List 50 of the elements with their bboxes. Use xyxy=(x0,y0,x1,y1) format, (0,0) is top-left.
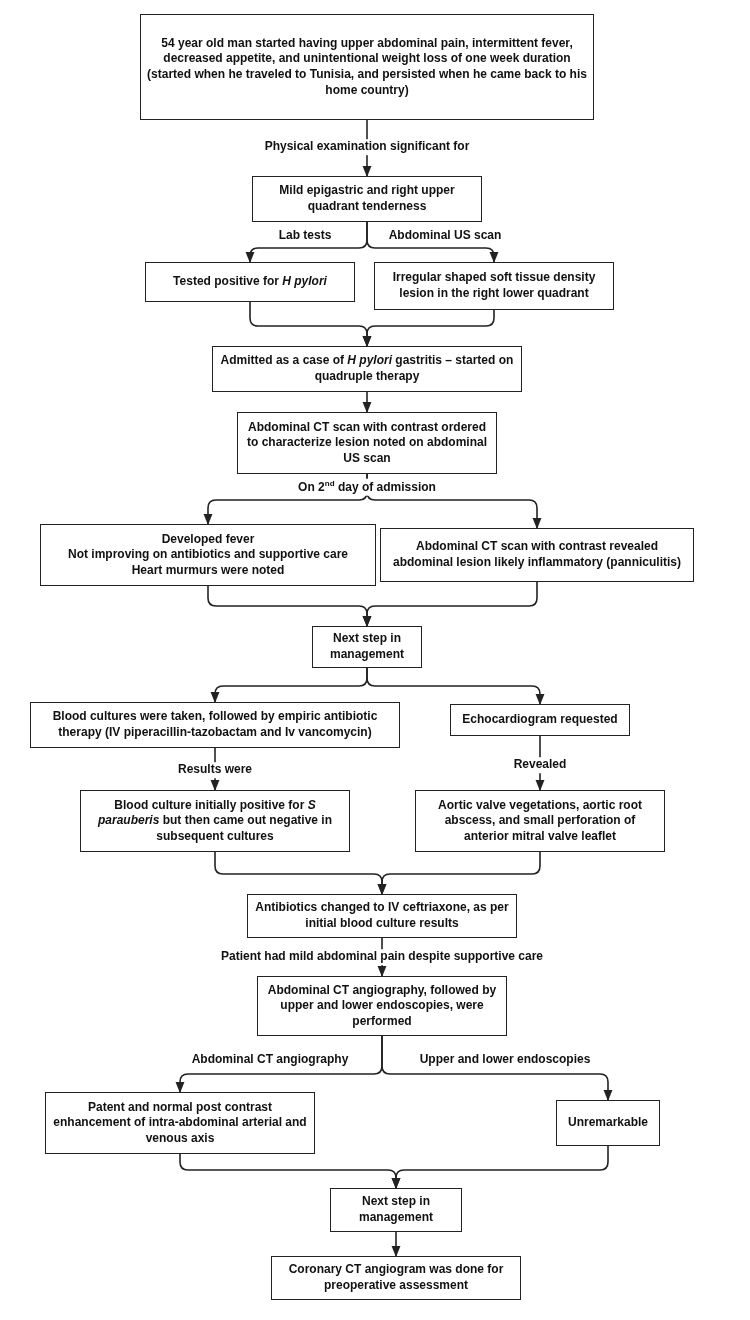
box-text: Antibiotics changed to IV ceftriaxone, as per initial blood culture results xyxy=(254,900,510,932)
box-text: Abdominal CT scan with contrast revealed abdominal lesion likely inflammatory (panniculitis) xyxy=(391,539,683,571)
box-text: Patent and normal post contrast enhancement of intra-abdominal arterial and venous axis xyxy=(52,1099,308,1147)
process-box xyxy=(330,1188,462,1232)
arrow xyxy=(362,391,372,414)
process-box xyxy=(312,626,422,668)
box-text: Abdominal CT scan with contrast ordered to characterize lesion noted on abdominal US scan xyxy=(245,419,488,467)
process-box xyxy=(257,976,507,1036)
process-box xyxy=(30,702,400,748)
box-text: Mild epigastric and right upper quadrant tenderness xyxy=(278,183,456,215)
process-box xyxy=(450,704,630,736)
process-box xyxy=(247,894,517,938)
box-text: Next step in management xyxy=(329,631,405,663)
arrow xyxy=(362,309,495,348)
box-text: Echocardiogram requested xyxy=(462,712,618,728)
box-text: Blood culture initially positive for S parauberis but then came out negative in subsequent cultures xyxy=(96,797,333,845)
box-text: Heart murmurs were noted xyxy=(131,562,285,579)
box-text: Coronary CT angiogram was done for preoperative assessment xyxy=(287,1262,505,1294)
process-box xyxy=(140,14,594,120)
process-box xyxy=(374,262,614,310)
box-text: Developed fever xyxy=(161,531,255,548)
box-text: 54 year old man started having upper abdominal pain, intermittent fever, decreased appetite, and unintentional weight loss of one week duration (started when he traveled to Tunisia, and persisted when he came back to his home country) xyxy=(147,35,587,99)
process-box xyxy=(415,790,665,852)
arrow xyxy=(362,581,538,628)
process-box xyxy=(380,528,694,582)
process-box xyxy=(145,262,355,302)
process-box xyxy=(252,176,482,222)
arrow xyxy=(366,473,542,530)
arrow xyxy=(366,221,499,264)
process-box xyxy=(40,524,376,586)
box-text: Irregular shaped soft tissue density lesion in the right lower quadrant xyxy=(391,270,597,302)
process-box xyxy=(237,412,497,474)
arrow xyxy=(366,667,545,706)
box-text: Admitted as a case of H pylori gastritis – started on quadruple therapy xyxy=(219,353,515,385)
arrow xyxy=(381,1035,613,1102)
box-text: Next step in management xyxy=(358,1194,434,1226)
box-text: Not improving on antibiotics and supportive care xyxy=(68,547,348,563)
process-box xyxy=(45,1092,315,1154)
arrow xyxy=(377,851,541,896)
box-text: Aortic valve vegetations, aortic root abscess, and small perforation of anterior mitral valve leaflet xyxy=(436,797,644,845)
arrow xyxy=(391,1145,609,1190)
process-box xyxy=(212,346,522,392)
box-text: Unremarkable xyxy=(567,1115,648,1131)
process-box xyxy=(556,1100,660,1146)
box-text: Abdominal CT angiography, followed by upper and lower endoscopies, were performed xyxy=(266,982,498,1030)
box-text: Blood cultures were taken, followed by empiric antibiotic therapy (IV piperacillin-tazobactam and Iv vancomycin) xyxy=(51,709,379,741)
box-text: Tested positive for H pylori xyxy=(173,274,327,290)
arrow xyxy=(391,1231,401,1258)
process-box xyxy=(271,1256,521,1300)
process-box xyxy=(80,790,350,852)
